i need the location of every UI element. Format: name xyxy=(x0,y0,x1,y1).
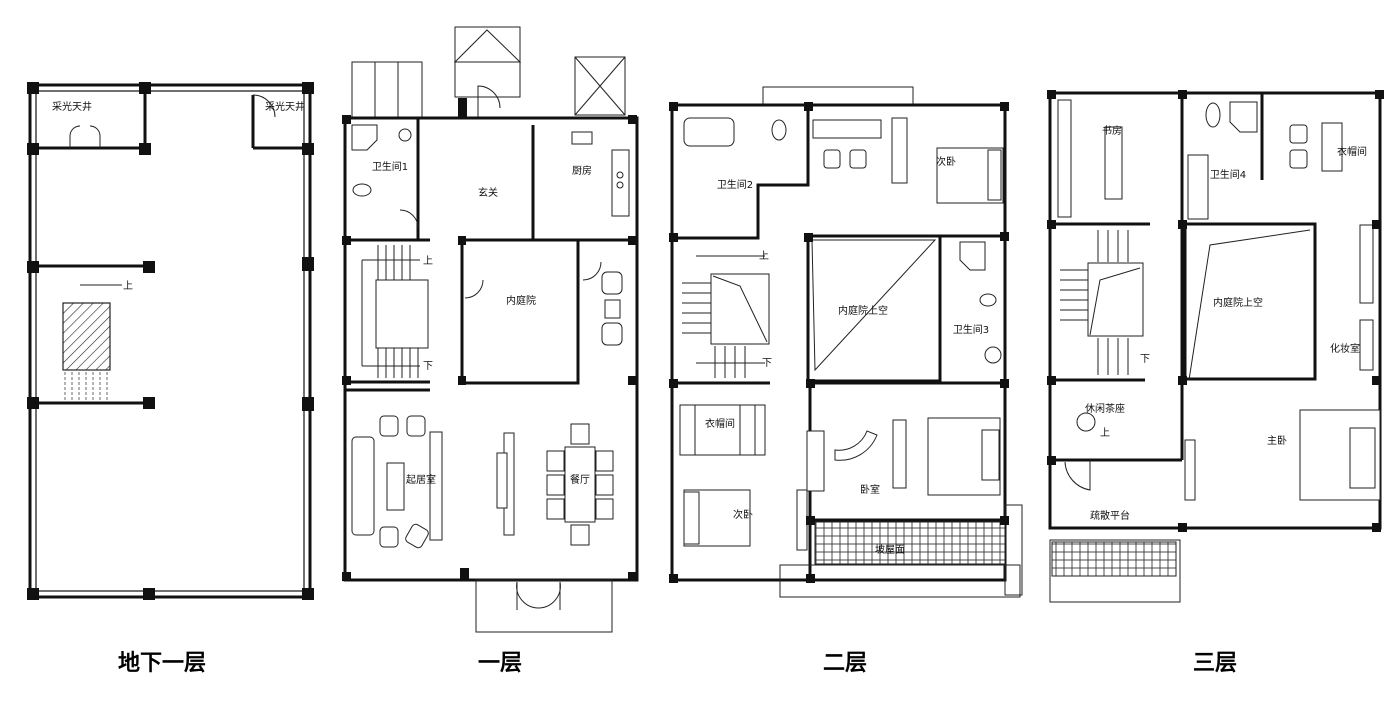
stair-down-label: 下 xyxy=(1140,354,1150,365)
inner-courtyard-walls xyxy=(460,238,580,385)
floor2-plan: 卫生间2 次卧 内庭院上空 卫生间3 衣帽间 次卧 卧室 坡屋面 上 下 xyxy=(669,86,1023,598)
room-label-courtyard-void: 内庭院上空 xyxy=(838,304,888,317)
study-shelf xyxy=(1057,99,1072,218)
bay-window-left xyxy=(351,61,423,118)
room-label-dressing-room: 化妆室 xyxy=(1330,342,1360,355)
exterior-wall xyxy=(670,103,1007,582)
room-label-foyer: 玄关 xyxy=(478,186,498,199)
caption-floor3: 三层 xyxy=(1193,651,1237,676)
light-well-left xyxy=(30,85,150,150)
room-label-master-bedroom: 主卧 xyxy=(1267,434,1287,447)
room-label-walk-in-closet: 衣帽间 xyxy=(1337,145,1367,158)
dining-set xyxy=(546,423,614,546)
inner-wall-line xyxy=(35,90,305,592)
entry-canopy xyxy=(453,26,522,118)
room-label-study: 书房 xyxy=(1102,124,1122,137)
stair-void-hatch xyxy=(62,302,111,371)
stairwell xyxy=(30,264,150,405)
caption-basement: 地下一层 xyxy=(118,651,206,676)
basement-plan: 采光天井 采光天井 上 xyxy=(27,82,314,600)
sloped-roof-tiles xyxy=(814,521,1006,565)
room-label-second-bedroom-bottom: 次卧 xyxy=(733,508,753,521)
stairwell xyxy=(1060,230,1144,375)
room-label-tea-lounge: 休闲茶座 xyxy=(1085,402,1125,415)
void-slope-line xyxy=(811,239,937,372)
stairwell xyxy=(361,245,429,378)
room-label-bathroom3: 卫生间3 xyxy=(953,323,989,336)
stair-up-label: 上 xyxy=(123,280,133,292)
structural-columns xyxy=(669,102,1009,583)
lounge-chairs xyxy=(812,117,908,184)
bedroom-furniture xyxy=(796,417,1001,551)
room-label-bathroom4: 卫生间4 xyxy=(1210,168,1246,181)
room-label-sloped-roof: 坡屋面 xyxy=(875,543,905,556)
bathroom3-fixtures xyxy=(959,241,1002,364)
stair-up-label: 上 xyxy=(759,250,769,262)
stair-up-label: 上 xyxy=(1100,427,1110,439)
room-label-bathroom1: 卫生间1 xyxy=(372,160,408,173)
room-label-courtyard-void: 内庭院上空 xyxy=(1213,296,1263,309)
bathroom2-fixtures xyxy=(683,117,787,147)
stair-down-label: 下 xyxy=(762,358,772,369)
roof-outline-lower xyxy=(779,564,1021,598)
room-label-light-well-right: 采光天井 xyxy=(265,100,305,113)
rear-terrace xyxy=(475,579,613,633)
closet-fixtures xyxy=(679,404,766,456)
closet-fixtures xyxy=(1289,122,1374,304)
stair-up-label: 上 xyxy=(423,255,433,267)
room-label-dining-room: 餐厅 xyxy=(570,473,590,486)
bay-window-right xyxy=(574,56,626,116)
room-label-kitchen: 厨房 xyxy=(572,164,592,177)
bed-second-bedroom-bottom xyxy=(683,489,751,547)
room-label-living-room: 起居室 xyxy=(406,473,436,486)
structural-columns xyxy=(27,82,314,600)
master-bed xyxy=(1184,409,1381,501)
stairwell xyxy=(682,255,770,378)
light-well-right xyxy=(251,94,310,150)
platform-door-swing xyxy=(1064,460,1091,491)
roof-outline xyxy=(762,86,914,106)
terrace-outline xyxy=(1049,539,1181,603)
room-label-light-well-left: 采光天井 xyxy=(52,100,92,113)
tea-table xyxy=(1076,412,1096,432)
floor3-plan: 书房 卫生间4 衣帽间 内庭院上空 化妆室 休闲茶座 主卧 疏散平台 上 下 xyxy=(1047,90,1384,603)
tv-wall xyxy=(496,432,515,536)
structural-columns xyxy=(342,98,637,581)
stair-down-label: 下 xyxy=(423,361,433,372)
dressing-table xyxy=(1359,319,1374,371)
bathroom1-fixtures xyxy=(351,124,412,197)
kitchen-fixtures xyxy=(571,131,630,217)
floor1-plan: 卫生间1 玄关 厨房 内庭院 起居室 餐厅 上 下 xyxy=(342,26,639,633)
room-label-walk-in-closet: 衣帽间 xyxy=(705,417,735,430)
courtyard-void-walls xyxy=(1183,222,1317,381)
corridor-chairs xyxy=(601,271,623,346)
study-desk xyxy=(1104,126,1123,200)
structural-columns xyxy=(1047,90,1384,532)
room-label-bedroom: 卧室 xyxy=(860,483,880,496)
bed-second-bedroom-top xyxy=(936,147,1004,204)
living-room-furniture xyxy=(351,415,443,549)
bathroom4-fixtures xyxy=(1187,101,1258,220)
caption-floor2: 二层 xyxy=(823,651,867,676)
roof-tiles xyxy=(1051,541,1177,577)
caption-floor1: 一层 xyxy=(478,651,522,676)
exterior-wall xyxy=(1048,91,1382,530)
room-label-second-bedroom-top: 次卧 xyxy=(936,155,956,168)
room-label-evacuation-platform: 疏散平台 xyxy=(1090,509,1130,522)
exterior-wall xyxy=(28,83,312,599)
room-label-bathroom2: 卫生间2 xyxy=(717,178,753,191)
room-label-inner-courtyard: 内庭院 xyxy=(506,294,536,307)
